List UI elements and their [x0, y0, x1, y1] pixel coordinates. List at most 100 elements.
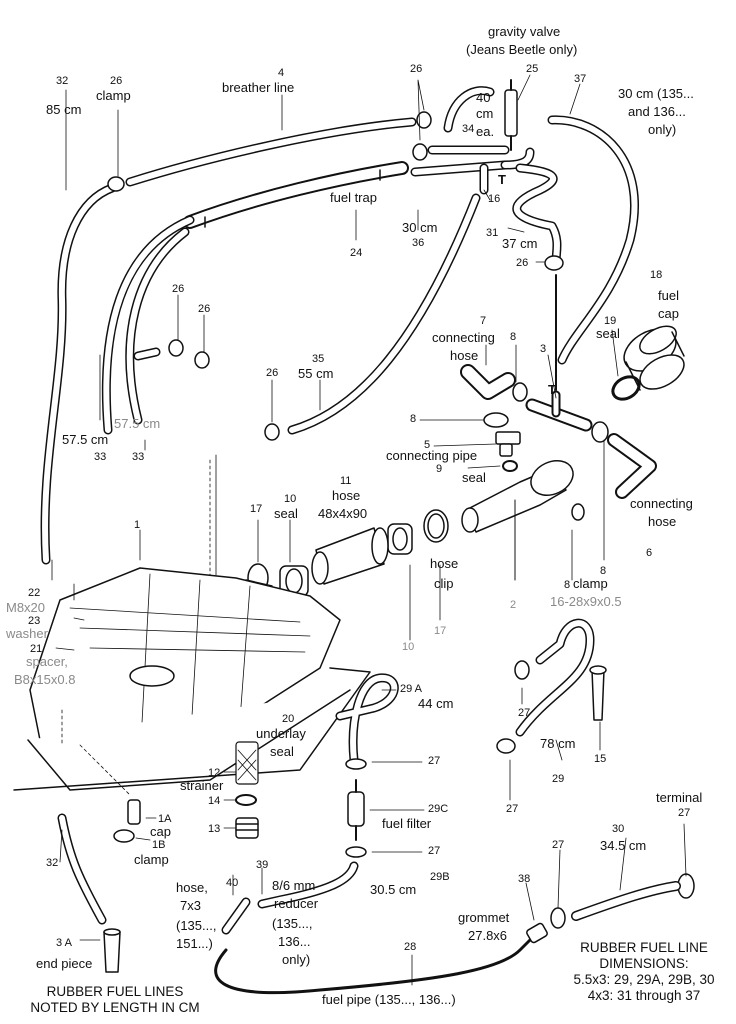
- label-part-33a: 33: [94, 451, 107, 463]
- strainer-12: [235, 741, 259, 785]
- label-spacer: spacer,: [26, 654, 68, 669]
- label-part-28: 28: [404, 941, 417, 953]
- hose-31: [512, 163, 562, 391]
- label-t-3: T: [548, 382, 556, 397]
- label-hose-35-len: 55 cm: [298, 366, 334, 381]
- label-hose-37-len1: 30 cm (135...: [618, 86, 694, 101]
- label-fuel-trap: fuel trap: [330, 190, 377, 205]
- label-part-24: 24: [350, 247, 363, 259]
- hose-40: [221, 897, 251, 935]
- note-right-line3: 5.5x3: 29, 29A, 29B, 30: [573, 972, 715, 987]
- label-fuel-pipe: fuel pipe (135..., 136...): [322, 992, 456, 1007]
- label-part-16: 16: [488, 193, 501, 205]
- label-part-27a: 27: [428, 755, 441, 767]
- label-part-33b: 33: [132, 451, 145, 463]
- note-line-dimensions: RUBBER FUEL LINE DIMENSIONS: 5.5x3: 29, …: [556, 940, 732, 1004]
- note-left-line2: NOTED BY LENGTH IN CM: [30, 1000, 200, 1015]
- fuel-cap-18: [623, 325, 685, 391]
- hose-32-lower: [57, 813, 107, 925]
- cap-1a: [127, 799, 141, 825]
- label-part-29a: 29 A: [400, 683, 423, 695]
- clamps-27: [345, 660, 695, 929]
- end-piece-3a: [103, 928, 121, 973]
- label-part-12: 12: [208, 767, 221, 779]
- label-strainer: strainer: [180, 778, 224, 793]
- label-part-1b: 1B: [152, 839, 166, 851]
- note-left-line1: RUBBER FUEL LINES: [46, 984, 184, 999]
- label-hose-34-unit: cm: [476, 106, 494, 121]
- label-part-22: 22: [28, 587, 41, 599]
- label-reducer-1: 8/6 mm: [272, 878, 316, 893]
- label-part-1: 1: [134, 519, 141, 531]
- hose-30: [571, 881, 681, 921]
- label-seal-9: seal: [462, 470, 486, 485]
- part-15: [589, 665, 607, 721]
- label-hose-clip: hose: [430, 556, 459, 571]
- label-hose-36-len: 30 cm: [402, 220, 438, 235]
- label-hose-29-len: 78 cm: [540, 736, 576, 751]
- label-seal-19: seal: [596, 326, 620, 341]
- note-right-line4: 4x3: 31 through 37: [587, 988, 701, 1003]
- label-terminal: terminal: [656, 790, 703, 805]
- label-part-35: 35: [312, 353, 325, 365]
- label-clamp: clamp: [96, 88, 131, 103]
- label-spacer-size: B8x15x0.8: [14, 672, 76, 687]
- seal-10-right: [387, 523, 413, 555]
- label-part-32b: 32: [46, 857, 59, 869]
- note-right-line2: DIMENSIONS:: [599, 956, 689, 971]
- label-part-19: 19: [604, 315, 617, 327]
- connecting-hose-6: [607, 433, 657, 499]
- label-part-13: 13: [208, 823, 221, 835]
- label-part-7: 7: [480, 315, 487, 327]
- label-clamp-1b: clamp: [134, 852, 169, 867]
- label-part-27c: 27: [518, 707, 531, 719]
- label-hose-29a-len: 44 cm: [418, 696, 454, 711]
- label-part-29: 29: [552, 773, 565, 785]
- label-washer: washer: [6, 626, 48, 641]
- label-hose-34-len: 40: [476, 90, 491, 105]
- label-part-3a: 3 A: [56, 937, 72, 949]
- label-part-39: 39: [256, 859, 269, 871]
- label-connecting-7: connecting: [432, 330, 495, 345]
- label-part-27f: 27: [678, 807, 691, 819]
- label-part-26b: 26: [410, 63, 423, 75]
- label-cap: cap: [658, 306, 679, 321]
- underlay-seal-20: [13, 667, 371, 791]
- label-part-23: 23: [28, 615, 41, 627]
- hose-35: [287, 193, 481, 435]
- label-part-29b: 29B: [430, 871, 450, 883]
- clamps-26: [107, 111, 564, 441]
- label-part-10b: 10: [402, 641, 415, 653]
- hose-11: [311, 527, 389, 585]
- label-part-27d: 27: [506, 803, 519, 815]
- label-hose-40-1: hose,: [176, 880, 208, 895]
- label-part-34: 34: [462, 123, 475, 135]
- label-part-17b: 17: [434, 625, 447, 637]
- fuel-tank-1: [27, 567, 351, 791]
- label-hose-37-len2: and 136...: [628, 104, 686, 119]
- label-part-5: 5: [424, 439, 431, 451]
- gravity-valve-25: [504, 79, 518, 151]
- label-hose-37-len3: only): [648, 122, 677, 137]
- label-hose-29b-len: 30.5 cm: [370, 882, 417, 897]
- label-reducer-2: reducer: [274, 896, 319, 911]
- label-hose-11-size: 48x4x90: [318, 506, 368, 521]
- label-part-3: 3: [540, 343, 547, 355]
- label-end-piece: end piece: [36, 956, 93, 971]
- label-part-20: 20: [282, 713, 295, 725]
- note-right-line1: RUBBER FUEL LINE: [580, 940, 708, 955]
- grommet-38: [526, 922, 548, 944]
- hose-clip-17: [423, 509, 449, 543]
- label-part-8c: 8: [600, 565, 607, 577]
- seal-9: [502, 460, 518, 472]
- label-part-26d: 26: [172, 283, 185, 295]
- label-gravity-valve: gravity valve: [488, 24, 561, 39]
- label-hose-32-length: 85 cm: [46, 102, 82, 117]
- label-hose-40-2: 7x3: [180, 898, 201, 913]
- filler-neck-2: [461, 460, 574, 581]
- label-fuel-filter: fuel filter: [382, 816, 432, 831]
- hose-29b: [257, 861, 359, 909]
- label-reducer-3: (135...,: [272, 916, 313, 931]
- label-hose-33a-len: 57.5 cm: [62, 432, 109, 447]
